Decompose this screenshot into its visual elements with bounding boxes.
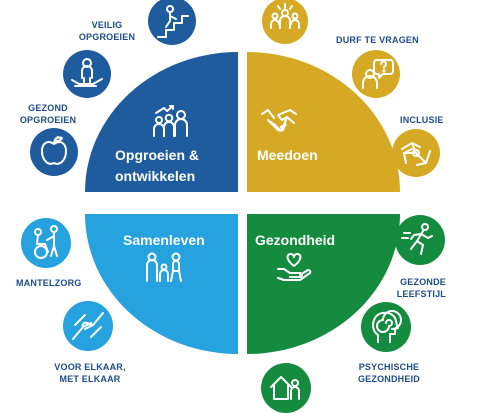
quadrant-wheel [85, 52, 400, 354]
label-gezonde: GEZONDE [400, 277, 446, 287]
person-house-icon [261, 363, 311, 413]
label-opgroeien: OPGROEIEN [78, 32, 136, 42]
group-people-icon [262, 0, 308, 44]
quadrant-meedoen [247, 52, 400, 192]
label-voor-elkaar: VOOR ELKAAR, MET ELKAAR [44, 361, 136, 385]
quadrant-title-opgroeien: Opgroeien & ontwikkelen [115, 145, 230, 187]
label-durf-te-vragen: DURF TE VRAGEN [336, 35, 419, 45]
label-gezonde-leefstijl: GEZONDE LEEFSTIJL [388, 276, 446, 300]
heart-in-hand-icon [276, 251, 312, 281]
label-psychische: PSYCHISCHE [358, 362, 420, 372]
label-inclusie: INCLUSIE [400, 115, 444, 125]
label-leefstijl: LEEFSTIJL [396, 289, 446, 299]
apple-icon [30, 128, 78, 176]
runner-icon [395, 215, 445, 265]
clasped-hands-icon [63, 301, 113, 351]
people-growth-icon [151, 104, 191, 138]
quadrant-title-line1: Opgroeien & [115, 147, 200, 163]
quadrant-title-gezondheid: Gezondheid [255, 232, 336, 248]
label-mantelzorg: MANTELZORG [16, 278, 82, 288]
label-gezond: GEZOND [28, 103, 68, 113]
label-voor-elkaar-line2: MET ELKAAR [59, 374, 121, 384]
quadrant-title-meedoen: Meedoen [257, 147, 318, 163]
label-opgroeien-2: OPGROEIEN [19, 115, 77, 125]
label-gezond-opgroeien: GEZOND OPGROEIEN [13, 102, 83, 126]
label-psychische-gezondheid: PSYCHISCHE GEZONDHEID [350, 361, 428, 385]
joined-hands-icon [392, 129, 440, 177]
head-brain-icon [361, 302, 411, 352]
quadrant-samenleven [85, 214, 238, 354]
label-veilig: VEILIG [91, 20, 123, 30]
quadrant-gezondheid [247, 214, 400, 354]
wheelchair-care-icon [21, 218, 71, 268]
quadrant-title-line2: ontwikkelen [115, 168, 196, 184]
quadrant-title-samenleven: Samenleven [123, 232, 205, 248]
question-bubble-icon [352, 50, 400, 98]
family-icon [143, 251, 185, 283]
child-in-hand-icon [63, 50, 111, 98]
label-voor-elkaar-line1: VOOR ELKAAR, [54, 362, 126, 372]
label-gezondheid: GEZONDHEID [357, 374, 420, 384]
label-veilig-opgroeien: VEILIG OPGROEIEN [72, 19, 142, 43]
handshake-icon [260, 106, 298, 136]
stairs-climb-icon [148, 0, 196, 45]
